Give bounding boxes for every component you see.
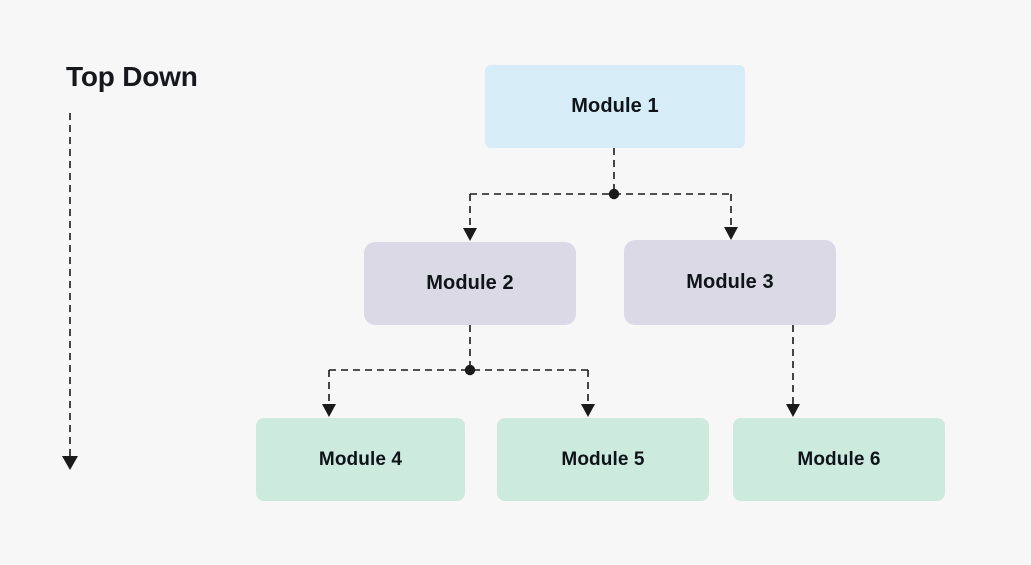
junction-dot-level1 xyxy=(608,188,620,200)
node-module-5-label: Module 5 xyxy=(561,448,645,470)
node-module-1-label: Module 1 xyxy=(571,95,659,117)
node-module-3-label: Module 3 xyxy=(686,271,774,293)
node-module-2-label: Module 2 xyxy=(426,272,514,294)
edge-junction1-module3 xyxy=(724,194,738,240)
edge-junction1-module2 xyxy=(463,194,477,241)
node-module-4[interactable]: Module 4 xyxy=(256,418,465,501)
node-module-1[interactable]: Module 1 xyxy=(485,65,745,148)
edge-module3-module6 xyxy=(786,325,800,417)
direction-label: Top Down xyxy=(66,61,198,92)
junction-dot-level2 xyxy=(464,364,476,376)
node-module-3[interactable]: Module 3 xyxy=(624,240,836,325)
edge-junction2-module4 xyxy=(322,370,336,417)
node-module-6[interactable]: Module 6 xyxy=(733,418,945,501)
edge-junction2-module5 xyxy=(581,370,595,417)
node-module-5[interactable]: Module 5 xyxy=(497,418,709,501)
node-module-2[interactable]: Module 2 xyxy=(364,242,576,325)
direction-arrow xyxy=(62,113,78,470)
node-module-6-label: Module 6 xyxy=(797,448,881,470)
node-module-4-label: Module 4 xyxy=(318,448,403,470)
